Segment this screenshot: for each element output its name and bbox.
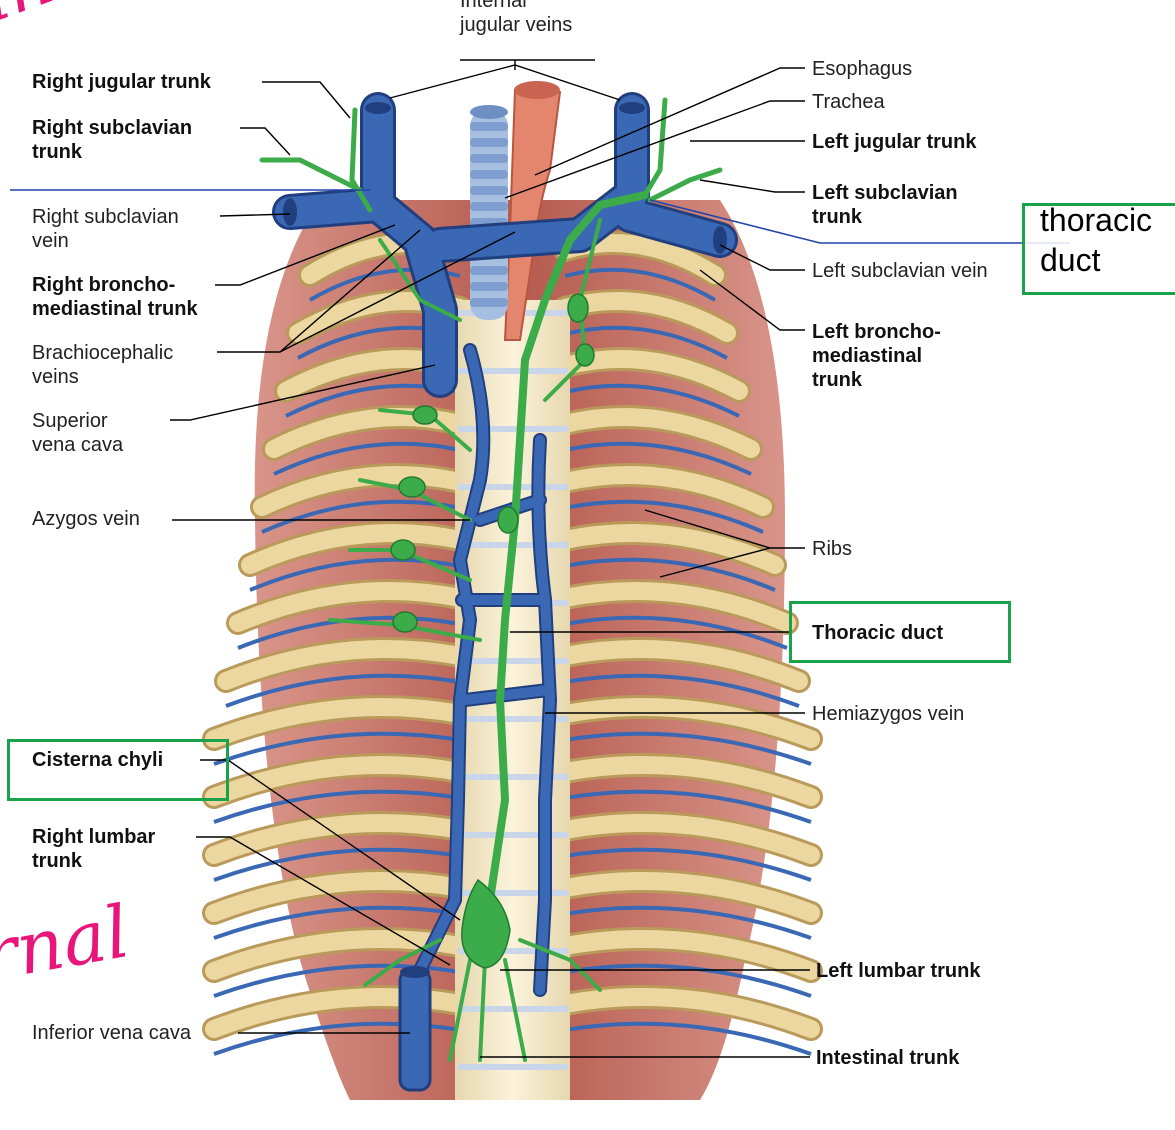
intercostal-vein — [249, 557, 461, 592]
rib — [205, 697, 469, 748]
intercostal-vein — [564, 383, 740, 418]
rib — [217, 639, 469, 690]
rib — [205, 871, 469, 922]
leader-lines — [170, 59, 810, 1058]
label-right-jugular-trunk: Right jugular trunk — [32, 71, 211, 93]
rib — [556, 639, 808, 690]
label-hemiazygos-vein: Hemiazygos vein — [812, 703, 965, 725]
vertebral-disc — [458, 890, 568, 896]
vertebral-disc — [458, 368, 568, 374]
rib — [556, 987, 820, 1038]
rib — [556, 581, 796, 632]
intercostal-vein — [564, 789, 812, 824]
cisterna-chyli-shape — [461, 878, 511, 969]
intercostal-vein — [564, 963, 812, 998]
intercostal-vein — [213, 789, 461, 824]
intercostal-vein — [225, 673, 461, 708]
vertebral-disc — [458, 1064, 568, 1070]
intercostal-vein — [564, 615, 788, 650]
label-left-subclavian-trunk: Left subclavian trunk — [812, 182, 958, 228]
vertebral-disc — [458, 948, 568, 954]
rib — [205, 755, 469, 806]
trachea-shape — [470, 105, 508, 320]
label-right-subclavian-trunk: Right subclavian trunk — [32, 117, 193, 163]
highlight-box-cisterna-chyli — [7, 739, 229, 801]
label-right-bronchomediastinal-trunk: Right broncho- mediastinal trunk — [32, 274, 198, 320]
intercostal-vein — [213, 905, 461, 940]
annotation-note-thoracic-duct: thoracic duct — [1040, 202, 1153, 278]
label-superior-vena-cava: Superior vena cava — [32, 410, 124, 456]
label-left-lumbar-trunk: Left lumbar trunk — [816, 960, 981, 982]
rib — [556, 755, 820, 806]
label-left-jugular-trunk: Left jugular trunk — [812, 131, 977, 153]
label-trachea: Trachea — [812, 91, 885, 113]
rib — [241, 524, 469, 574]
highlight-box-thoracic-duct — [789, 601, 1011, 663]
vertebral-disc — [458, 774, 568, 780]
label-brachiocephalic-veins: Brachiocephalic veins — [32, 342, 174, 388]
intercostal-vein — [564, 1021, 812, 1056]
intercostal-vein — [213, 847, 461, 882]
trachea-ring — [470, 186, 508, 195]
label-left-bronchomediastinal-trunk: Left broncho- mediastinal trunk — [812, 321, 941, 391]
label-inferior-vena-cava: Inferior vena cava — [32, 1022, 191, 1044]
trachea-ring — [470, 170, 508, 179]
label-ribs: Ribs — [812, 538, 853, 560]
label-left-subclavian-vein: Left subclavian vein — [812, 260, 988, 282]
trachea-ring — [470, 154, 508, 163]
intercostal-vein — [213, 963, 461, 998]
annotation-note-box — [1022, 203, 1175, 295]
rib — [205, 813, 469, 864]
intercostal-vein — [564, 499, 764, 534]
label-right-lumbar-trunk: Right lumbar trunk — [32, 826, 156, 872]
label-azygos-vein: Azygos vein — [32, 508, 140, 530]
vertebral-disc — [458, 484, 568, 490]
intercostal-vein — [564, 731, 812, 766]
rib — [229, 581, 469, 632]
rib — [556, 929, 820, 980]
vertebral-disc — [458, 426, 568, 432]
trachea-ring — [470, 138, 508, 147]
intercostal-vein — [564, 847, 812, 882]
vertebral-disc — [458, 832, 568, 838]
intercostal-vein — [564, 267, 717, 302]
rib — [556, 813, 820, 864]
lymph-nodes — [390, 293, 595, 969]
intercostal-vein — [213, 731, 461, 766]
ribs-group — [202, 230, 823, 1056]
trachea-ring — [470, 202, 508, 211]
intercostal-vein — [273, 441, 461, 476]
intercostal-vein — [564, 557, 776, 592]
vertebral-disc — [458, 658, 568, 664]
annotation-lines — [10, 189, 1070, 244]
trachea-ring — [470, 298, 508, 307]
esophagus-opening — [514, 81, 560, 99]
trachea-ring — [470, 282, 508, 291]
label-intestinal-trunk: Intestinal trunk — [816, 1047, 960, 1069]
rib — [556, 466, 772, 516]
rib — [253, 466, 469, 516]
rib — [556, 524, 784, 574]
rib — [556, 697, 820, 748]
label-thoracic-duct: Thoracic duct — [812, 622, 944, 644]
label-esophagus: Esophagus — [812, 58, 913, 80]
label-internal-jugular-veins: Internal jugular veins — [460, 0, 573, 36]
rib — [556, 871, 820, 922]
rib — [556, 408, 760, 458]
vertebral-disc — [458, 716, 568, 722]
intercostal-vein — [564, 673, 800, 708]
intercostal-vein — [564, 905, 812, 940]
trachea-ring — [470, 122, 508, 131]
intercostal-vein — [564, 441, 752, 476]
label-right-subclavian-vein: Right subclavian vein — [32, 206, 179, 252]
label-cisterna-chyli: Cisterna chyli — [32, 749, 164, 771]
trachea-ring — [470, 266, 508, 275]
